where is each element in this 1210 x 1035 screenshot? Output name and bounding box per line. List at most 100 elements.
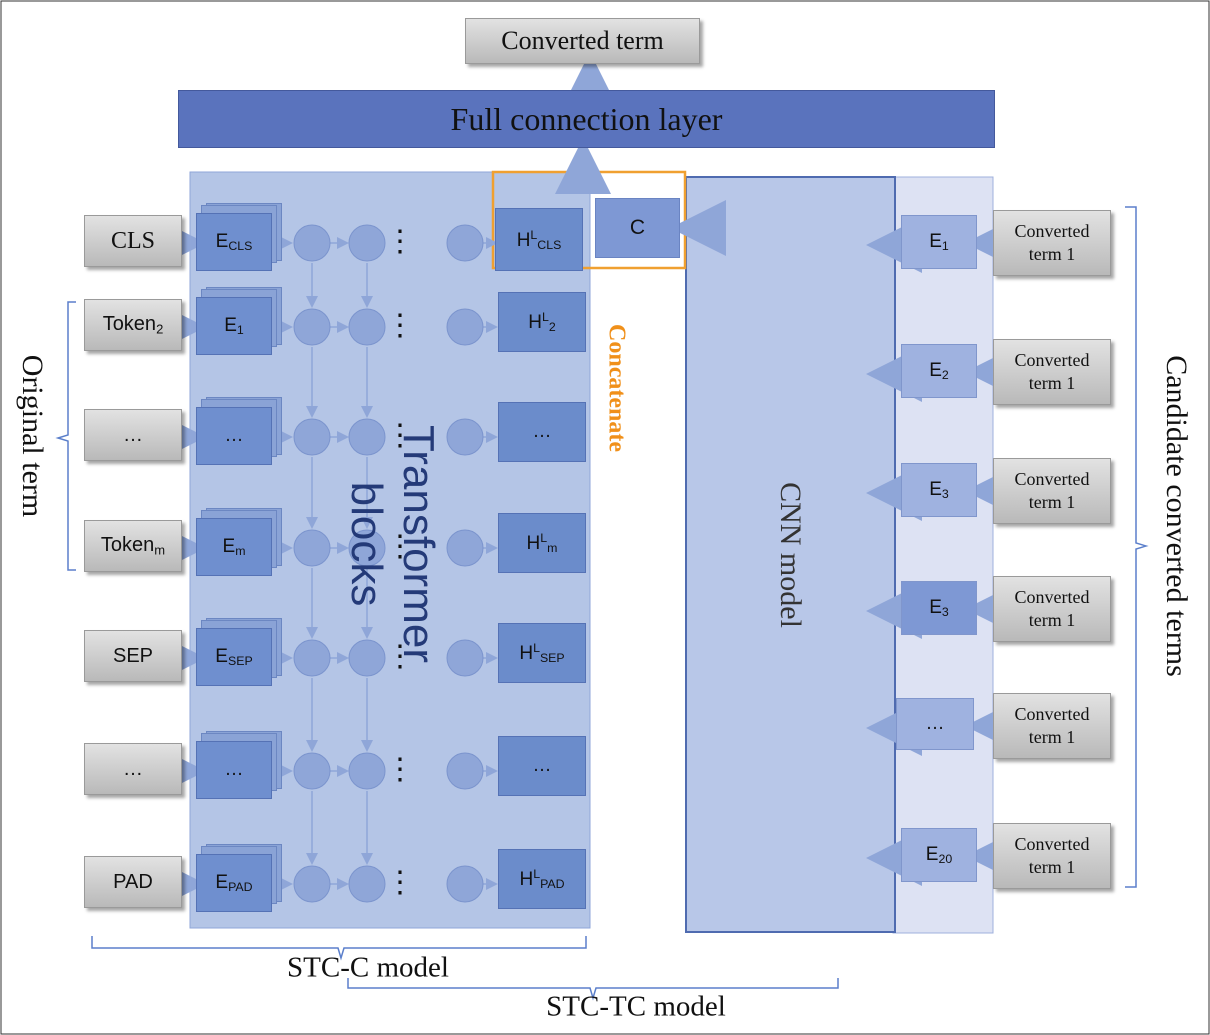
hidden-state-box-row-2: HL2 [498, 292, 586, 352]
embedding-box-row-5: ESEP [196, 628, 272, 686]
candidate-term-line2: term 1 [1028, 727, 1076, 747]
candidate-converted-terms-label: Candidate converted terms [1159, 355, 1193, 677]
input-label: … [123, 423, 143, 446]
candidate-term-box-1: Converted term 1 [993, 210, 1111, 276]
input-label: CLS [110, 227, 155, 254]
input-box-row-3: … [84, 409, 182, 461]
candidate-embedding-label: E1 [929, 230, 949, 254]
row-ellipsis-text: ⋮ [385, 224, 415, 258]
hidden-state-box-row-7: HLPAD [498, 849, 586, 909]
candidate-embedding-box-4: E3 [901, 581, 977, 635]
input-box-row-7: PAD [84, 856, 182, 908]
row-ellipsis: ⋮ [385, 413, 415, 457]
full-connection-layer: Full connection layer [178, 90, 995, 148]
input-box-row-1: CLS [84, 215, 182, 267]
cnn-model-text: CNN model [774, 482, 807, 628]
candidate-converted-terms-text: Candidate converted terms [1160, 355, 1193, 677]
embedding-label: ESEP [215, 645, 253, 669]
row-ellipsis: ⋮ [385, 634, 415, 678]
transformer-node [293, 529, 331, 567]
embedding-box-row-7: EPAD [196, 854, 272, 912]
candidate-term-line1: Converted [1014, 704, 1090, 724]
hidden-state-box-row-3: … [498, 402, 586, 462]
row-ellipsis-text: ⋮ [385, 308, 415, 342]
row-ellipsis: ⋮ [385, 860, 415, 904]
hidden-state-label: … [532, 755, 552, 776]
candidate-term-line1: Converted [1014, 221, 1090, 241]
transformer-node [348, 865, 386, 903]
transformer-node [348, 224, 386, 262]
row-ellipsis-text: ⋮ [385, 529, 415, 563]
original-term-text: Original term [16, 354, 49, 518]
converted-term-output-label: Converted term [501, 26, 664, 55]
candidate-term-line2: term 1 [1028, 244, 1076, 264]
hidden-state-box-row-4: HLm [498, 513, 586, 573]
transformer-node [446, 418, 484, 456]
embedding-label: ECLS [215, 230, 253, 254]
candidate-term-line2: term 1 [1028, 492, 1076, 512]
embedding-label: … [224, 425, 244, 446]
embedding-box-row-1: ECLS [196, 213, 272, 271]
candidate-term-box-3: Converted term 1 [993, 458, 1111, 524]
candidate-embedding-label: … [925, 713, 945, 734]
candidate-embedding-box-3: E3 [901, 463, 977, 517]
embedding-box-row-4: Em [196, 518, 272, 576]
transformer-node [293, 418, 331, 456]
transformer-node [446, 639, 484, 677]
hidden-state-label: HLCLS [516, 227, 562, 252]
candidate-panel [892, 176, 994, 934]
row-ellipsis: ⋮ [385, 219, 415, 263]
row-ellipsis-text: ⋮ [385, 418, 415, 452]
hidden-state-box-row-5: HLSEP [498, 623, 586, 683]
candidate-term-line2: term 1 [1028, 610, 1076, 630]
input-label: SEP [112, 644, 154, 667]
candidate-embedding-label: E3 [929, 596, 949, 620]
original-term-label: Original term [15, 355, 49, 517]
input-label: Token2 [102, 313, 164, 337]
stc-c-model-text: STC-C model [287, 951, 449, 984]
transformer-node [293, 865, 331, 903]
hidden-state-label: HLPAD [519, 867, 565, 891]
row-ellipsis-text: ⋮ [385, 865, 415, 899]
candidate-term-box-5: Converted term 1 [993, 693, 1111, 759]
concatenate-label: Concatenate [603, 324, 630, 452]
candidate-term-line1: Converted [1014, 469, 1090, 489]
row-ellipsis-text: ⋮ [385, 752, 415, 786]
embedding-label: EPAD [215, 871, 253, 895]
row-ellipsis: ⋮ [385, 303, 415, 347]
candidate-embedding-box-1: E1 [901, 215, 977, 269]
transformer-node [446, 865, 484, 903]
candidate-embedding-label: E20 [925, 843, 953, 867]
hidden-state-label: HLSEP [519, 641, 565, 665]
hidden-state-label: HL2 [528, 310, 556, 334]
transformer-node [348, 529, 386, 567]
input-box-row-4: Tokenm [84, 520, 182, 572]
input-box-row-6: … [84, 743, 182, 795]
candidate-embedding-box-2: E2 [901, 344, 977, 398]
transformer-node [293, 639, 331, 677]
transformer-blocks-label: Transformer blocks [340, 414, 444, 674]
input-label: PAD [113, 870, 153, 893]
input-box-row-5: SEP [84, 630, 182, 682]
transformer-node [293, 752, 331, 790]
c-box-label: C [629, 216, 646, 239]
input-label: … [123, 757, 143, 780]
cnn-model-label: CNN model [773, 482, 807, 628]
transformer-node [348, 752, 386, 790]
candidate-embedding-label: E2 [929, 359, 949, 383]
transformer-node [348, 308, 386, 346]
embedding-box-row-2: E1 [196, 297, 272, 355]
row-ellipsis: ⋮ [385, 747, 415, 791]
candidate-embedding-box-5: … [896, 698, 974, 750]
candidate-embedding-box-6: E20 [901, 828, 977, 882]
embedding-label: … [224, 759, 244, 780]
hidden-state-label: … [532, 421, 552, 442]
transformer-node [446, 224, 484, 262]
transformer-node [293, 308, 331, 346]
hidden-state-label: HLm [526, 531, 558, 555]
candidate-term-line1: Converted [1014, 834, 1090, 854]
